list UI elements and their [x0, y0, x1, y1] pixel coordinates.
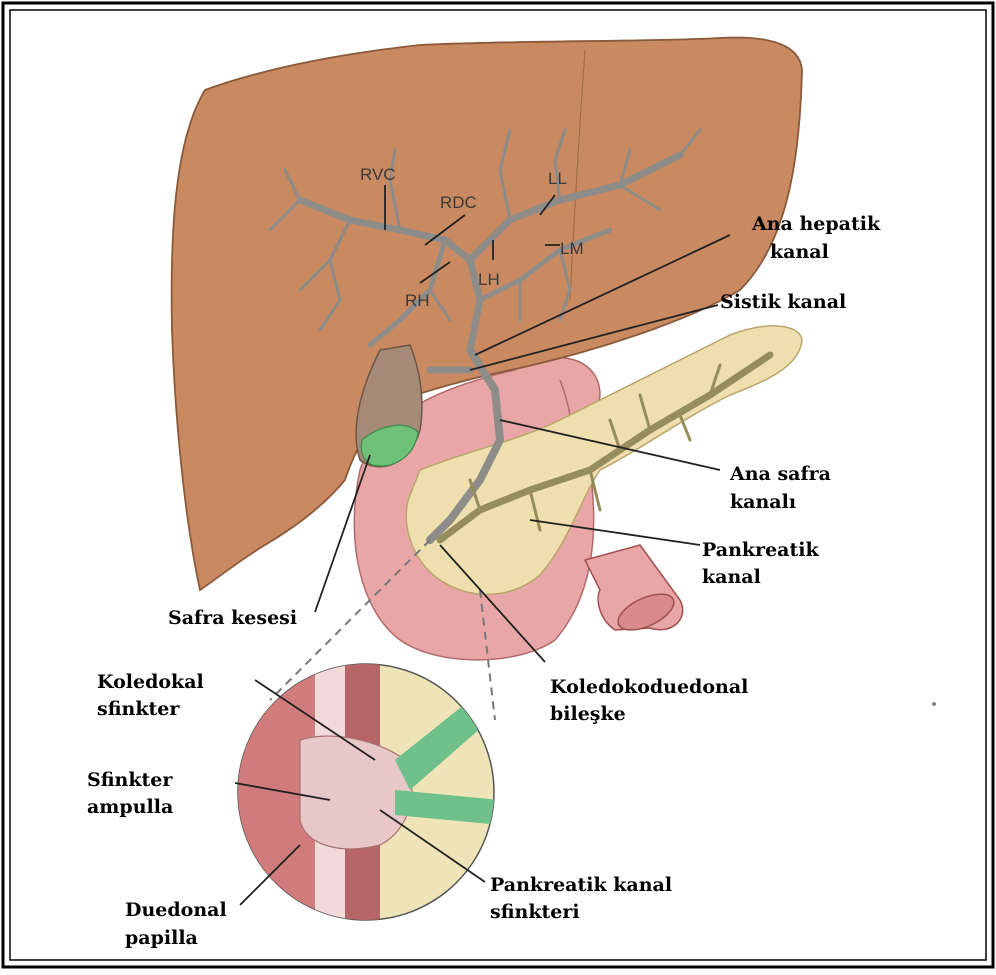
label-sistik-kanal: Sistik kanal	[720, 290, 846, 314]
label-pankreatik-line1: Pankreatik	[702, 538, 819, 562]
label-pankreatik-line2: kanal	[702, 565, 761, 589]
label-sfinkter-line2: ampulla	[87, 795, 173, 819]
abbr-rdc: RDC	[440, 193, 477, 212]
label-pankreatik-sfinkter-line1: Pankreatik kanal	[490, 873, 672, 897]
label-ana-safra-line2: kanalı	[730, 490, 796, 514]
abbr-lh: LH	[478, 270, 500, 289]
label-koledokal-line2: sfinkter	[97, 697, 179, 721]
label-koledokoduedonal-line1: Koledokoduedonal	[550, 675, 748, 699]
label-duedonal-line1: Duedonal	[125, 898, 227, 922]
abbr-ll: LL	[548, 169, 567, 188]
label-koledokoduedonal-line2: bileşke	[550, 702, 626, 726]
abbr-rvc: RVC	[360, 165, 396, 184]
label-duedonal-line2: papilla	[125, 926, 198, 950]
label-ana-hepatik-line1: Ana hepatik	[752, 212, 880, 236]
label-koledokal-line1: Koledokal	[97, 670, 204, 694]
abbr-lm: LM	[560, 239, 584, 258]
abbr-rh: RH	[405, 291, 430, 310]
label-safra-kesesi: Safra kesesi	[168, 606, 297, 630]
label-ana-hepatik-line2: kanal	[770, 240, 829, 264]
label-ana-safra-line1: Ana safra	[730, 462, 831, 486]
label-pankreatik-sfinkter-line2: sfinkteri	[490, 900, 580, 924]
label-sfinkter-line1: Sfinkter	[87, 768, 172, 792]
